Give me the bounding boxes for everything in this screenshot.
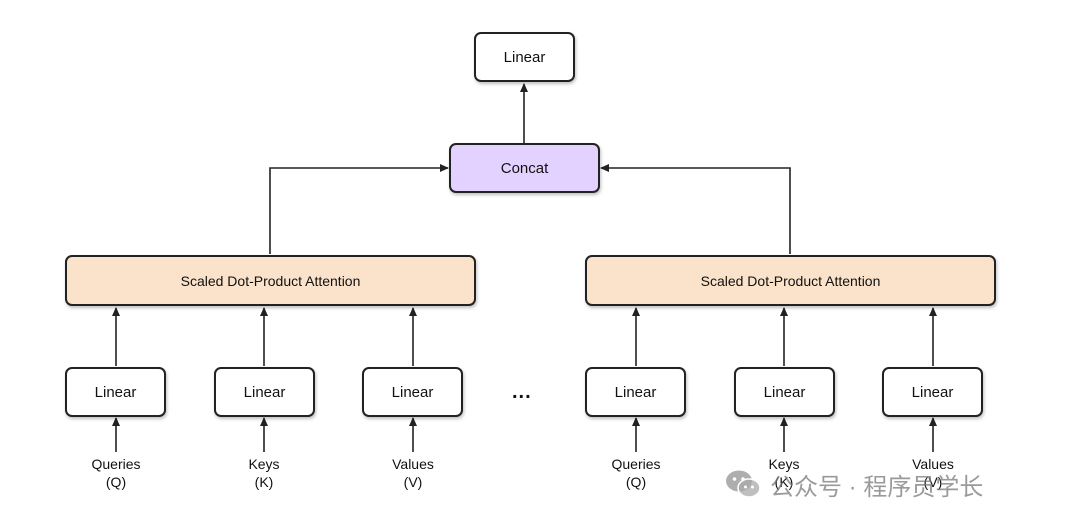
attention-box-right: Scaled Dot-Product Attention	[585, 255, 996, 306]
input-label-queries-right: Queries(Q)	[611, 456, 661, 490]
concat-box: Concat	[449, 143, 600, 193]
linear-box-values-left: Linear	[362, 367, 463, 417]
input-label-keys-left: Keys(K)	[248, 456, 280, 490]
input-label-values-left: Values(V)	[392, 456, 434, 490]
linear-box-queries-left: Linear	[65, 367, 166, 417]
output-linear-box: Linear	[474, 32, 575, 82]
linear-box-keys-right: Linear	[734, 367, 835, 417]
ellipsis: ...	[512, 381, 532, 403]
input-label-keys-right: Keys(K)	[768, 456, 800, 490]
linear-box-keys-left: Linear	[214, 367, 315, 417]
watermark: 公众号 · 程序员学长	[724, 464, 983, 504]
arrow-right-attention-to-concat	[600, 164, 791, 254]
input-label-values-right: Values(V)	[912, 456, 954, 490]
linear-box-values-right: Linear	[882, 367, 983, 417]
attention-box-left: Scaled Dot-Product Attention	[65, 255, 476, 306]
watermark-text: 公众号 · 程序员学长	[770, 473, 984, 501]
input-label-queries-left: Queries(Q)	[91, 456, 141, 490]
arrow-left-attention-to-concat	[269, 164, 449, 254]
wechat-icon	[726, 470, 761, 498]
linear-box-queries-right: Linear	[585, 367, 686, 417]
